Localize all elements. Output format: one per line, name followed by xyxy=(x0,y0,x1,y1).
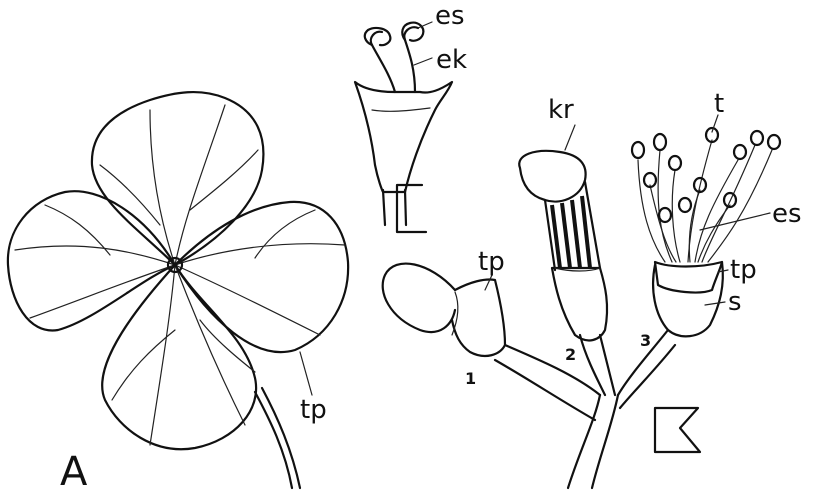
panel-b-bud-1: tp 1 xyxy=(383,247,505,388)
panel-b-s-leader xyxy=(705,302,725,305)
panel-b-es-label: es xyxy=(772,199,802,229)
panel-b-flower-3-anthers xyxy=(632,128,780,222)
panel-a-stem-edge xyxy=(262,388,300,488)
panel-b-kr-leader xyxy=(565,125,575,150)
panel-b-bud-1-tp-label: tp xyxy=(478,247,505,277)
panel-a-center-dot xyxy=(173,263,178,268)
panel-c-style-left xyxy=(371,32,395,92)
panel-b-stage-1-number: 1 xyxy=(465,369,476,388)
panel-a-letter: A xyxy=(60,449,88,491)
panel-b-kr-label: kr xyxy=(548,95,574,125)
panel-b-letter-glyph xyxy=(655,408,700,452)
panel-b-branch-2-right xyxy=(600,335,615,395)
panel-b-flower-2: kr 2 xyxy=(519,95,607,364)
panel-c-ovary-rim xyxy=(372,108,430,111)
panel-a-veins xyxy=(15,105,345,445)
panel-b-flower-3: t es tp s 3 xyxy=(632,89,802,350)
panel-a-tp-label: tp xyxy=(300,395,327,425)
panel-c-stalk-right xyxy=(405,190,406,225)
panel-b-flower-3-stamens xyxy=(638,140,772,262)
panel-b-bud-1-calyx xyxy=(452,279,505,355)
panel-b-bud-1-tp-leader xyxy=(485,275,492,290)
panel-b-flower-2-stamens xyxy=(552,196,590,268)
panel-a-petal-top xyxy=(92,92,264,265)
panel-c-ovary xyxy=(355,82,452,192)
panel-c-stigma-left xyxy=(365,28,391,45)
panel-c-pistil: es ek C xyxy=(0,0,467,232)
panel-b-flower-3-tepal-ring xyxy=(655,262,722,292)
panel-b-bud-1-corolla xyxy=(383,264,455,332)
panel-a-flower: tp A xyxy=(8,92,348,491)
panel-b-es-leader xyxy=(700,213,770,230)
panel-b-t-label: t xyxy=(714,89,724,119)
panel-b-flower-2-calyx xyxy=(552,268,607,340)
panel-c-es-label: es xyxy=(435,1,465,31)
panel-c-stalk-left xyxy=(383,190,385,225)
panel-a-tp-leader xyxy=(300,352,312,395)
panel-c-style-right xyxy=(404,27,418,92)
panel-c-ek-label: ek xyxy=(436,45,467,75)
panel-b-stage-3-number: 3 xyxy=(640,331,651,350)
panel-b-inflorescence: tp 1 kr 2 xyxy=(0,0,802,488)
panel-b-stage-2-number: 2 xyxy=(565,345,576,364)
panel-b-s-label: s xyxy=(728,287,742,317)
panel-b-flower-2-cap xyxy=(519,151,585,202)
panel-b-flower-3-calyx xyxy=(653,262,723,336)
panel-b-branch-1-lower xyxy=(495,360,595,420)
panel-b-tp-label: tp xyxy=(730,255,757,285)
panel-c-ek-leader xyxy=(414,58,432,65)
